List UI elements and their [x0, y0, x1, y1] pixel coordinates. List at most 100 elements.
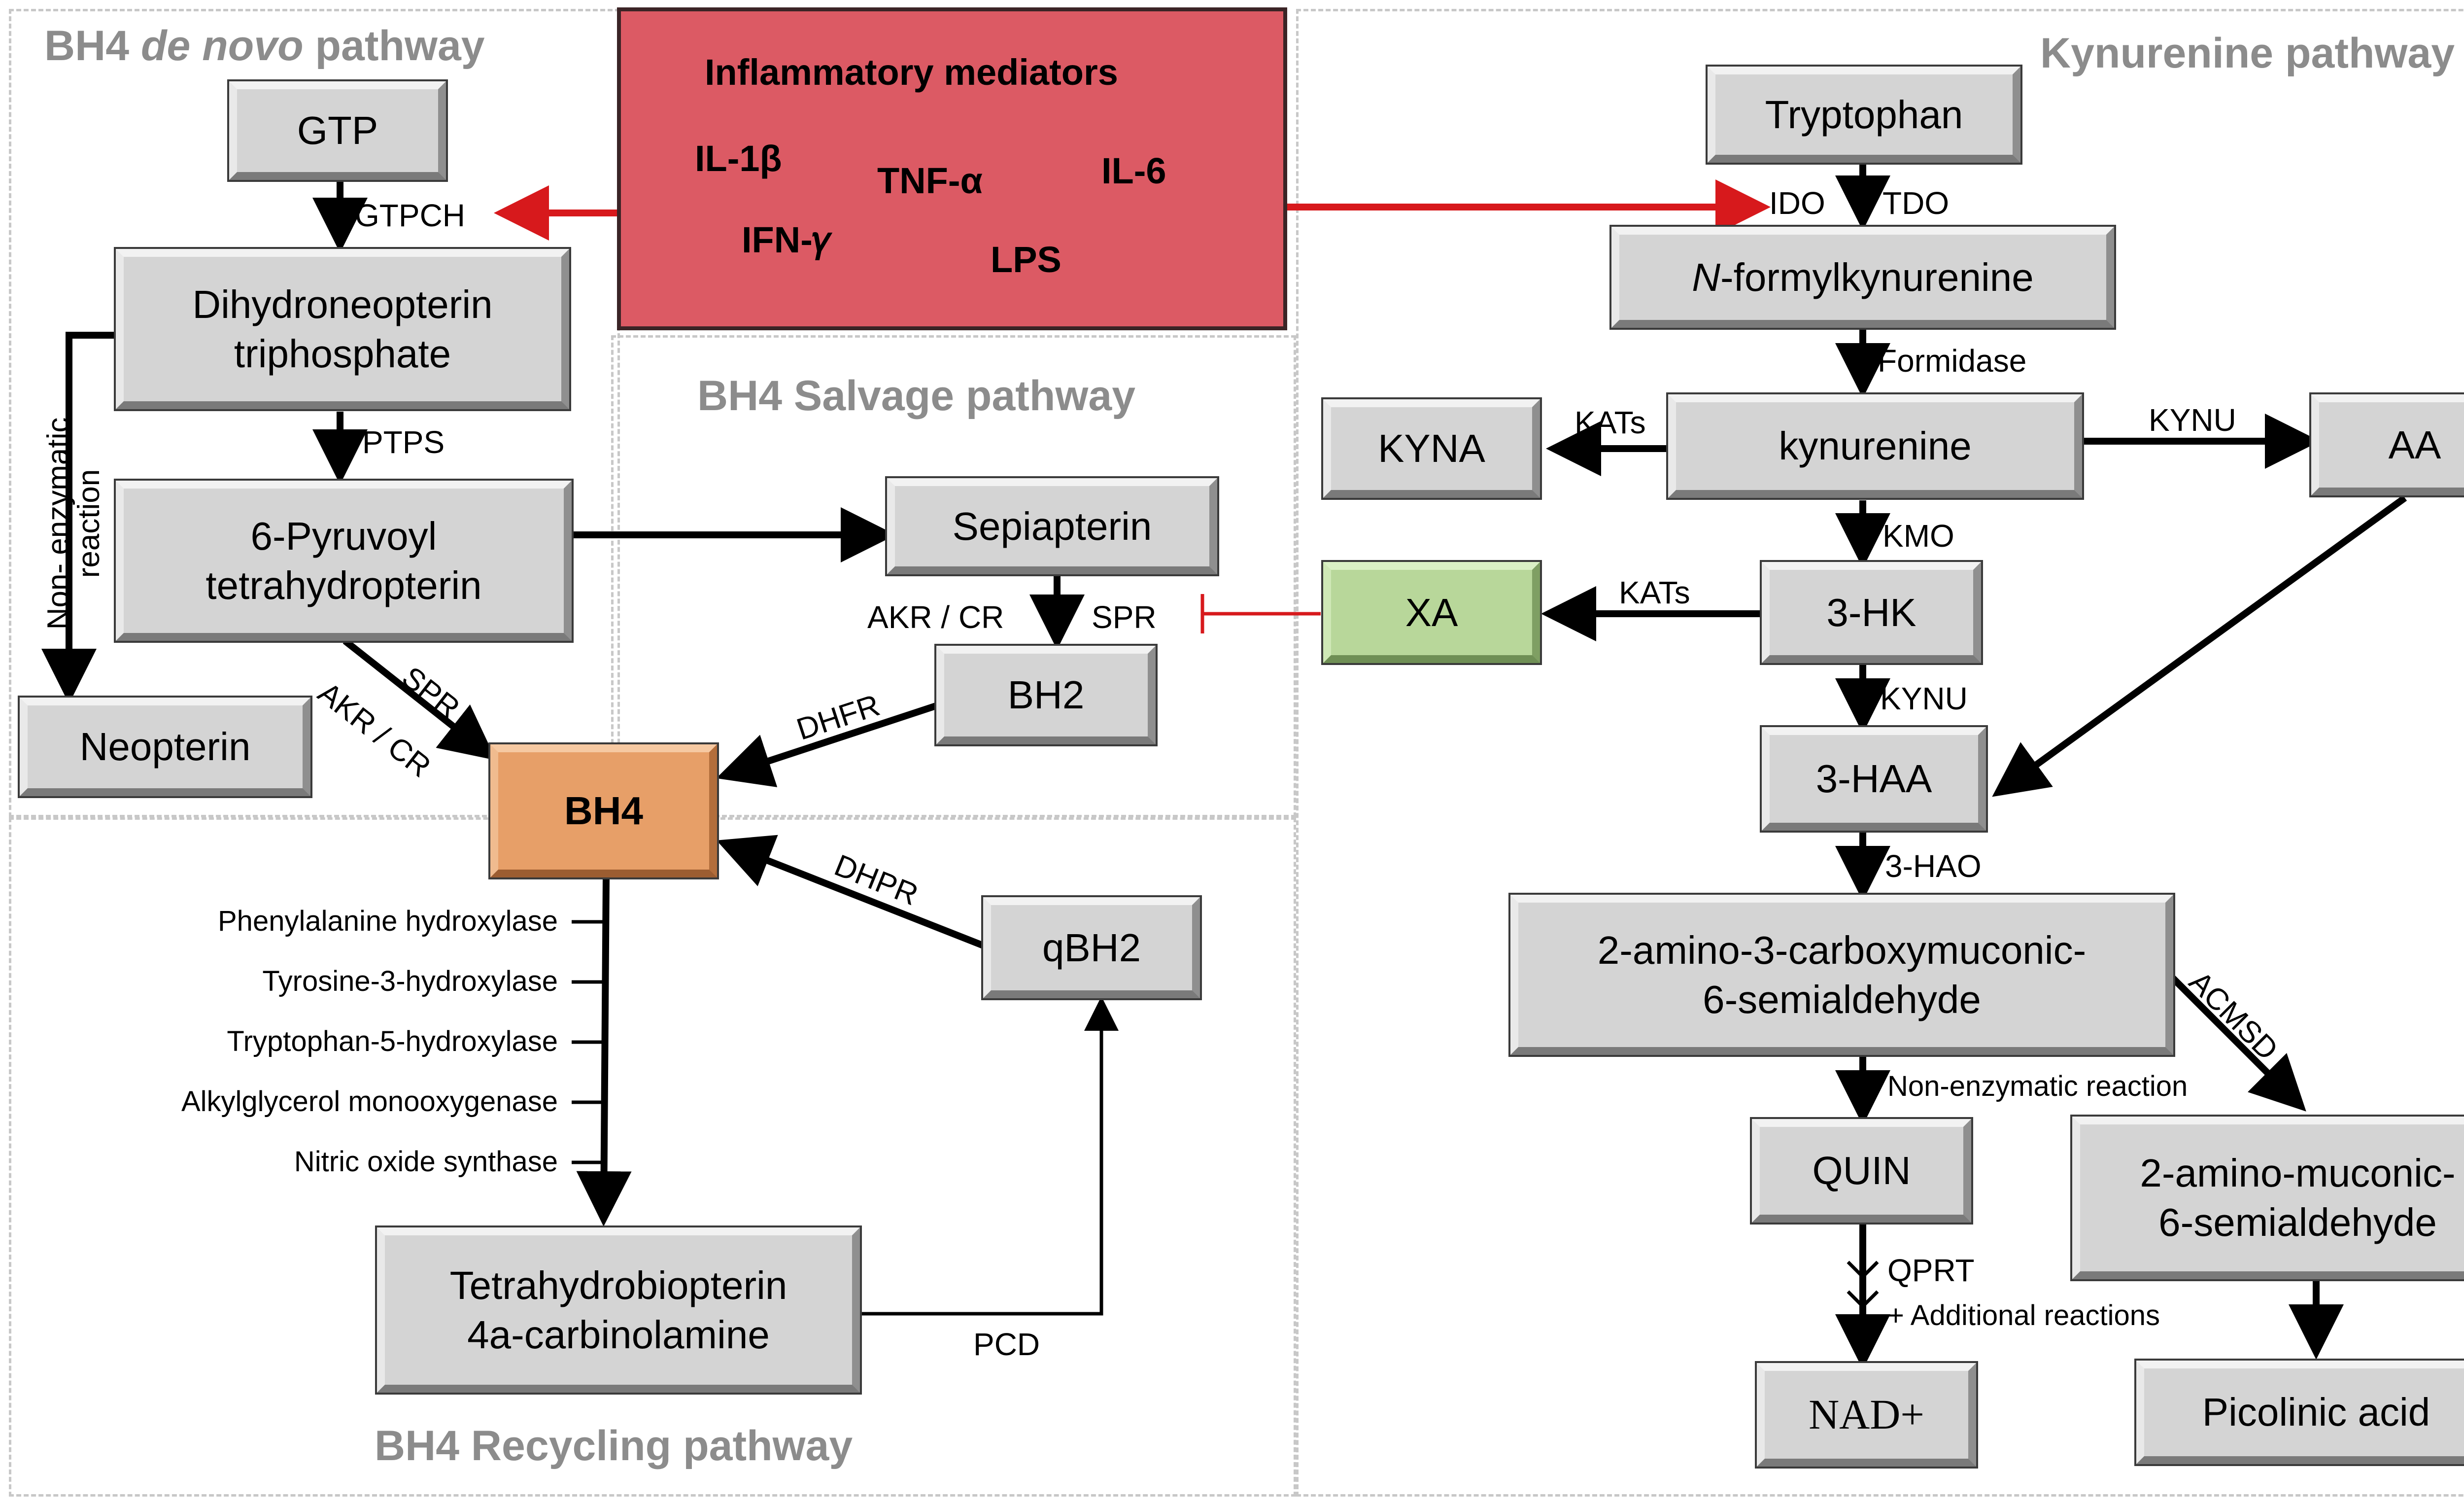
- de-novo-title-prefix: BH4: [44, 22, 141, 70]
- label-qprt: QPRT: [1887, 1253, 1975, 1288]
- node-bh4: BH4: [488, 742, 719, 879]
- node-kynurenine-label: kynurenine: [1779, 424, 1972, 468]
- node-tryptophan: Tryptophan: [1706, 65, 2022, 165]
- arrow-thb-qbh2: [860, 996, 1119, 1316]
- label-tdo: TDO: [1882, 185, 1950, 221]
- label-kynu-haa: KYNU: [1880, 681, 1968, 716]
- node-nad-label: NAD+: [1809, 1391, 1924, 1438]
- ams-line1: 2-amino-muconic-: [2140, 1151, 2456, 1195]
- de-novo-section: [9, 9, 620, 817]
- node-picolinic-acid: Picolinic acid: [2134, 1359, 2464, 1466]
- label-non-enzymatic-reaction: Non-enzymatic reaction: [1887, 1070, 2188, 1102]
- salvage-title: BH4 Salvage pathway: [697, 372, 1136, 420]
- node-3-hk-label: 3-HK: [1826, 590, 1916, 634]
- arrow-dhnp-neopterin: [41, 332, 116, 704]
- kynurenine-section: [1296, 9, 2464, 1497]
- recycling-title: BH4 Recycling pathway: [375, 1422, 853, 1470]
- kynurenine-title: Kynurenine pathway: [2040, 30, 2455, 77]
- node-dihydroneopterin-triphosphate: Dihydroneopterin triphosphate: [114, 247, 571, 411]
- tick-quin-nad-2: [1861, 1260, 1879, 1278]
- thb-line1: Tetrahydrobiopterin: [449, 1263, 787, 1307]
- node-xa-label: XA: [1405, 590, 1458, 634]
- inflammatory-mediators-box: [617, 7, 1287, 330]
- tick-quin-nad-1: [1847, 1260, 1864, 1278]
- node-kyna-label: KYNA: [1378, 426, 1485, 470]
- arrow-acms-ams: [2168, 974, 2306, 1112]
- tick-quin-nad-4: [1861, 1290, 1879, 1308]
- node-neopterin-label: Neopterin: [79, 725, 251, 769]
- de-novo-title-suffix: pathway: [303, 22, 485, 70]
- de-novo-title: BH4 de novo pathway: [44, 25, 485, 67]
- node-quin-label: QUIN: [1812, 1149, 1911, 1192]
- label-non-enzymatic: Non- enzymatic reaction: [41, 405, 106, 642]
- node-kyna: KYNA: [1321, 397, 1542, 500]
- label-kynu-aa: KYNU: [2149, 402, 2236, 438]
- label-pcd: PCD: [973, 1327, 1040, 1362]
- nfk-rest: -formylkynurenine: [1720, 255, 2034, 299]
- dhnp-line1: Dihydroneopterin: [192, 282, 493, 326]
- enzyme-nitric-oxide-synthase: Nitric oxide synthase: [294, 1146, 558, 1178]
- node-n-formylkynurenine: N-formylkynurenine: [1609, 225, 2116, 330]
- node-sepiapterin: Sepiapterin: [885, 476, 1219, 576]
- lps-label: LPS: [991, 239, 1061, 280]
- label-ido: IDO: [1769, 185, 1825, 221]
- node-tetrahydrobiopterin-carbinolamine: Tetrahydrobiopterin 4a-carbinolamine: [375, 1225, 862, 1395]
- arrow-aa-haa: [1992, 495, 2407, 797]
- arrow-bh2-bh4: [716, 701, 940, 787]
- label-akr-cr: AKR / CR: [867, 599, 1004, 635]
- node-aa: AA: [2309, 392, 2464, 497]
- node-nfk-label: N-formylkynurenine: [1692, 253, 2034, 302]
- node-gtp-label: GTP: [297, 108, 378, 152]
- arrow-bh4-thb: [576, 877, 632, 1226]
- arrow-qbh2-bh4: [716, 835, 987, 950]
- label-additional-reactions: + Additional reactions: [1887, 1299, 2160, 1331]
- tick-quin-nad-3: [1847, 1290, 1864, 1308]
- enzyme-tyrosine-3-hydroxylase: Tyrosine-3-hydroxylase: [262, 965, 558, 997]
- node-tryptophan-label: Tryptophan: [1765, 92, 1963, 137]
- acms-line1: 2-amino-3-carboxymuconic-: [1597, 928, 2087, 972]
- label-gtpch: GTPCH: [355, 198, 465, 233]
- node-xa: XA: [1321, 560, 1542, 665]
- tnfa-label: TNF-α: [877, 160, 983, 201]
- non-enzymatic-line1: Non- enzymatic: [41, 417, 75, 630]
- node-bh2-label: BH2: [1007, 673, 1085, 717]
- thb-line2: 4a-carbinolamine: [467, 1312, 770, 1357]
- il1b-label: IL-1β: [695, 138, 782, 179]
- ifng-label: IFN-𝛾: [742, 219, 832, 260]
- inflammatory-title: Inflammatory mediators: [705, 52, 1118, 93]
- node-3-haa-label: 3-HAA: [1815, 757, 1932, 801]
- label-kats-kyna: KATs: [1574, 405, 1646, 440]
- node-quin: QUIN: [1750, 1117, 1973, 1225]
- non-enzymatic-line2: reaction: [72, 469, 106, 578]
- label-formidase: Formidase: [1878, 343, 2027, 379]
- nfk-italic: N: [1692, 255, 1720, 299]
- node-3-hk: 3-HK: [1760, 560, 1983, 665]
- node-gtp: GTP: [227, 79, 448, 182]
- enzyme-phenylalanine-hydroxylase: Phenylalanine hydroxylase: [218, 905, 558, 937]
- ams-line2: 6-semialdehyde: [2158, 1200, 2437, 1244]
- enzyme-tryptophan-5-hydroxylase: Tryptophan-5-hydroxylase: [227, 1025, 558, 1057]
- enzyme-alkylglycerol-monooxygenase: Alkylglycerol monooxygenase: [181, 1085, 558, 1118]
- node-3-haa: 3-HAA: [1760, 725, 1988, 833]
- node-bh4-label: BH4: [564, 789, 644, 833]
- node-acms: 2-amino-3-carboxymuconic- 6-semialdehyde: [1508, 893, 2175, 1057]
- node-amino-muconic-semialdehyde: 2-amino-muconic- 6-semialdehyde: [2070, 1115, 2464, 1281]
- node-6-pyruvoyl-tetrahydropterin: 6-Pyruvoyl tetrahydropterin: [114, 479, 574, 643]
- label-kats-xa: KATs: [1619, 575, 1690, 610]
- node-bh2: BH2: [934, 644, 1158, 746]
- salvage-section: [611, 335, 1296, 817]
- dhnp-line2: triphosphate: [234, 331, 451, 376]
- ptp-line1: 6-Pyruvoyl: [250, 514, 437, 558]
- node-sepiapterin-label: Sepiapterin: [952, 504, 1152, 548]
- node-aa-label: AA: [2388, 422, 2441, 467]
- ptp-line2: tetrahydropterin: [205, 563, 482, 607]
- label-ptps: PTPS: [362, 424, 445, 460]
- label-spr: SPR: [1092, 599, 1157, 635]
- il6-label: IL-6: [1101, 150, 1166, 191]
- label-kmo: KMO: [1882, 518, 1954, 554]
- acms-line2: 6-semialdehyde: [1703, 977, 1981, 1021]
- node-kynurenine: kynurenine: [1666, 392, 2084, 500]
- node-nad: NAD+: [1755, 1361, 1978, 1469]
